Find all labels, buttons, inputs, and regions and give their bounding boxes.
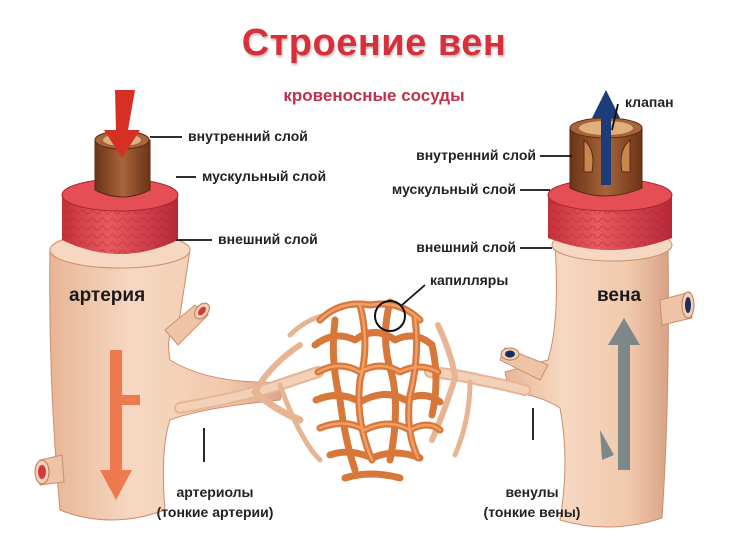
capillary-network — [311, 298, 444, 482]
label-artery: артерия — [69, 285, 146, 306]
label-valve: клапан — [625, 94, 674, 110]
label-venules: венулы — [505, 484, 559, 500]
venule-branches — [424, 322, 531, 458]
label-vein-muscle-layer: мускульный слой — [391, 181, 516, 197]
label-vein-outer-layer: внешний слой — [416, 239, 516, 255]
page-subtitle: кровеносные сосуды — [283, 86, 465, 105]
label-venules-note: (тонкие вены) — [483, 504, 581, 520]
label-vein-inner-layer: внутренний слой — [416, 147, 536, 163]
label-artery-outer-layer: внешний слой — [218, 231, 318, 247]
capillary-marker — [374, 300, 406, 332]
leader-lines — [150, 103, 619, 462]
label-capillaries: капилляры — [430, 272, 509, 288]
label-vein: вена — [597, 285, 642, 306]
artery-vessel — [34, 90, 286, 521]
label-artery-muscle-layer: мускульный слой — [202, 168, 327, 184]
page-title: Строение вен — [241, 22, 507, 64]
capillary-highlight — [316, 302, 442, 462]
vein-vessel — [499, 90, 695, 528]
label-artery-inner-layer: внутренний слой — [188, 128, 308, 144]
label-arterioles-note: (тонкие артерии) — [156, 504, 274, 520]
label-arterioles: артериолы — [176, 484, 254, 500]
